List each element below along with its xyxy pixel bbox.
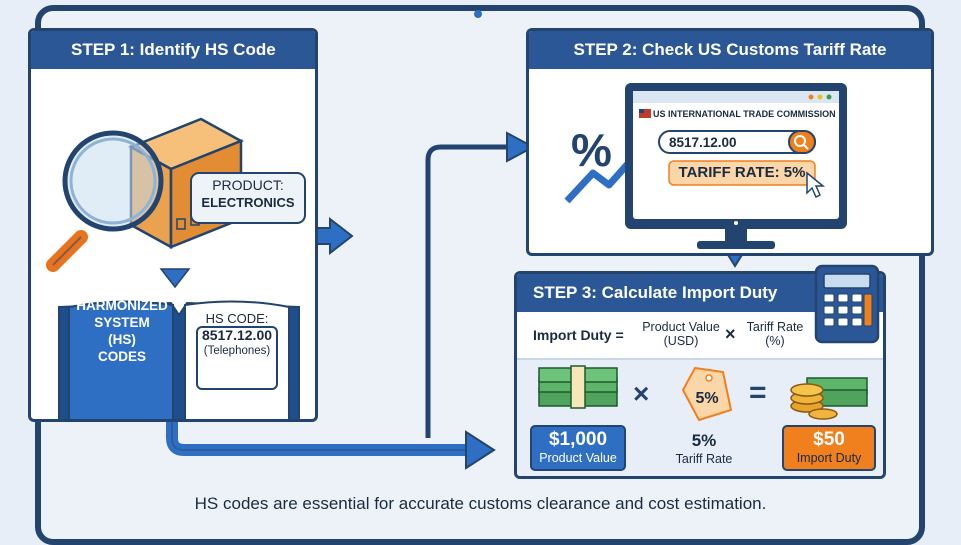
price-tag-icon [681,366,733,422]
arrow-into-step2-icon [506,131,536,163]
hs-code-book-icon [58,300,300,419]
formula-lhs: Import Duty = [533,327,624,343]
coins-and-cash-icon [790,377,868,420]
camera-dot [474,10,482,18]
book-text-line-1: HARMONIZED [76,298,168,313]
hs-code-value: 8517.12.00 [201,327,273,343]
product-callout [190,172,306,224]
tariff-search-input[interactable]: 8517.12.00 [669,135,737,150]
step1-title: STEP 1: Identify HS Code [31,31,315,69]
tag-rate-label: 5% [695,390,719,407]
computer-monitor-icon [625,83,847,249]
tariff-rate-amount: 5% [691,431,717,450]
step2-illustration [564,83,847,249]
mouse-cursor-icon [806,171,826,199]
cash-stack-icon [538,365,618,409]
duty-label: Import Duty [796,451,862,465]
product-value: ELECTRONICS [201,195,295,210]
product-label: PRODUCT: [212,177,284,193]
formula-term-product-value: Product Value (USD) [633,320,729,348]
multiply-symbol: × [633,378,650,409]
formula-term1-line2: (USD) [663,334,699,348]
connector-to-step2 [425,144,507,438]
step1-illustration [46,117,306,419]
hs-code-label: HS CODE: [205,311,269,326]
flow-arrows [166,131,747,470]
step1-down-arrow-icon [159,268,191,289]
product-value-amount: $1,000 [548,429,608,450]
formula-term2-line1: Tariff Rate [746,320,804,334]
formula-term2-line2: (%) [765,334,785,348]
calculator-icon [814,264,880,344]
itc-site-name: US INTERNATIONAL TRADE COMMISSION [653,109,836,119]
search-icon [794,135,806,147]
formula-term1-line1: Product Value [642,320,720,334]
step3-illustration [530,365,876,471]
import-duty-box [782,425,876,471]
step1-panel: STEP 1: Identify HS Code PROD [28,28,318,422]
formula-term-tariff-rate: Tariff Rate (%) [739,320,811,348]
footer-note: HS codes are essential for accurate cust… [194,494,767,513]
book-cover-text: HARMONIZED SYSTEM (HS) CODES [71,297,173,365]
step2-title: STEP 2: Check US Customs Tariff Rate [529,31,931,69]
tariff-rate-label: Tariff Rate [675,452,733,466]
tariff-rate-result: TARIFF RATE: 5% [678,164,806,181]
magnifier-icon [46,130,164,272]
product-value-box [530,425,626,471]
formula-multiply: × [725,324,736,344]
percent-symbol-icon: % [571,124,612,176]
step2-panel: STEP 2: Check US Customs Tariff Rate [526,28,934,256]
connector-to-step3 [166,420,468,456]
product-value-label: Product Value [539,451,617,465]
book-text-line-3: (HS) [108,332,136,347]
book-text-line-2: SYSTEM [94,315,150,330]
duty-amount: $50 [813,429,845,450]
hs-code-description: (Telephones) [203,345,271,357]
book-text-line-4: CODES [97,349,146,364]
arrow-into-step3-icon [465,430,496,470]
equals-symbol: = [749,376,767,409]
